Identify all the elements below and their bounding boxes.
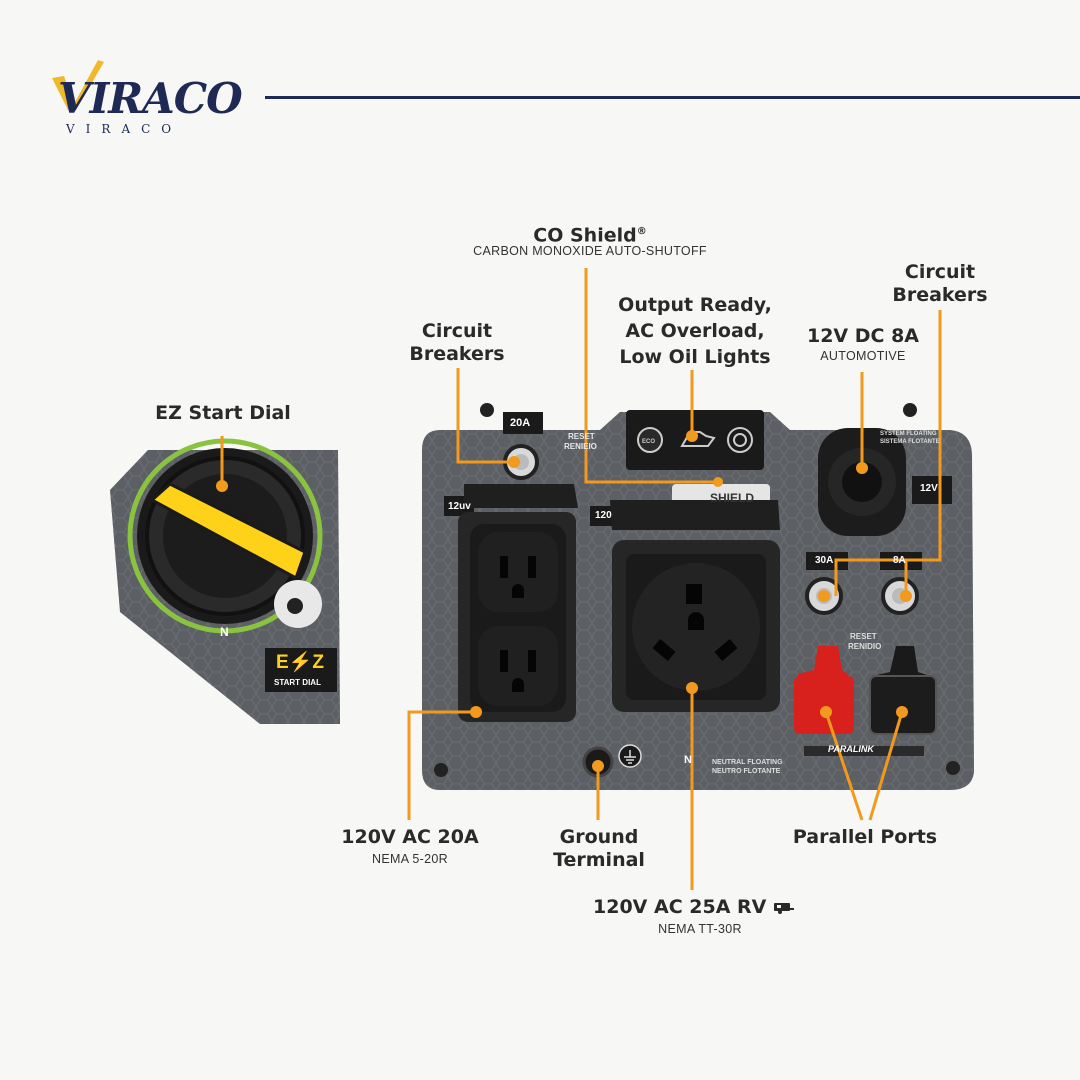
reset-label-bottom: RESET [850, 632, 877, 641]
dc-12v-tag: 12V [920, 483, 938, 494]
breaker-8a-label: 8A [893, 555, 906, 566]
rv-trailer-icon [773, 902, 794, 914]
ez-start-panel [110, 438, 340, 724]
dial-n-marker: N [220, 625, 229, 639]
ez-start-logo-sub: START DIAL [274, 678, 321, 687]
panel-screw-icon [480, 403, 494, 417]
logo-v-mark-icon [52, 60, 104, 110]
parallel-port-black[interactable] [869, 675, 937, 735]
parallel-port-red[interactable] [794, 676, 854, 734]
output-ready-light-icon [727, 427, 753, 453]
ez-start-title: EZ Start Dial [155, 402, 291, 424]
system-floating-label-es: SISTEMA FLOTANTE [880, 439, 940, 445]
breaker-30a-label: 30A [815, 555, 834, 566]
indicator-lights-label: Output Ready, AC Overload, Low Oil Light… [618, 294, 772, 368]
dc-outlet-title: 12V DC 8A [806, 325, 919, 347]
dc-outlet-subtitle: AUTOMOTIVE [820, 349, 906, 363]
reset-label-top-es: RENIEIO [564, 442, 597, 451]
co-shield-title: CO Shield® [533, 224, 647, 247]
outlet-12v-tag: 12uv [448, 501, 471, 512]
system-floating-label: SYSTEM FLOATING [880, 431, 937, 437]
co-shield-subtitle: CARBON MONOXIDE AUTO-SHUTOFF [473, 244, 707, 258]
reset-label-top: RESET [568, 432, 595, 441]
reset-label-bottom-es: RENIDIO [848, 642, 882, 651]
ac-20a-title: 120V AC 20A [341, 826, 479, 848]
neutral-floating-label-es: NEUTRO FLOTANTE [712, 768, 781, 775]
circuit-breakers-left-label: Circuit Breakers [409, 320, 505, 365]
panel-screw-icon [946, 761, 960, 775]
logo-subtext: VIRACO [66, 122, 183, 136]
rv-outlet-title: 120V AC 25A RV [584, 896, 804, 919]
main-panel [422, 403, 974, 790]
header-rule [265, 96, 1080, 99]
ac-20a-subtitle: NEMA 5-20R [372, 852, 448, 866]
ez-dial-green-ring [127, 438, 323, 634]
outlet-120-tag: 120 [595, 510, 612, 521]
ez-start-logo: E⚡Z [276, 652, 324, 673]
neutral-floating-label: NEUTRAL FLOATING [712, 759, 783, 766]
ground-terminal-label: Ground Terminal [553, 826, 645, 871]
rv-outlet-subtitle: NEMA TT-30R [658, 922, 742, 936]
ez-dial-screw-icon [287, 598, 303, 614]
eco-light-icon [637, 427, 663, 453]
ez-dial-handle-icon[interactable] [149, 482, 307, 581]
panel-screw-icon [903, 403, 917, 417]
breaker-20a-label: 20A [510, 417, 531, 429]
logo-text: VIRACO [58, 74, 243, 123]
parallel-ports-label: Parallel Ports [792, 826, 938, 848]
callout-dots [216, 430, 912, 772]
circuit-breakers-right-label: Circuit Breakers [892, 261, 988, 306]
panel-screw-icon [434, 763, 448, 777]
neutral-mark: N [684, 754, 692, 766]
paralink-strip [804, 746, 924, 756]
ez-start-logo-plate [265, 648, 337, 692]
co-shield-badge-text: SHIELD [710, 491, 755, 505]
callout-leader-lines [220, 268, 942, 890]
paralink-label: PARALINK [828, 744, 874, 754]
eco-light-label: ECO [642, 439, 656, 445]
